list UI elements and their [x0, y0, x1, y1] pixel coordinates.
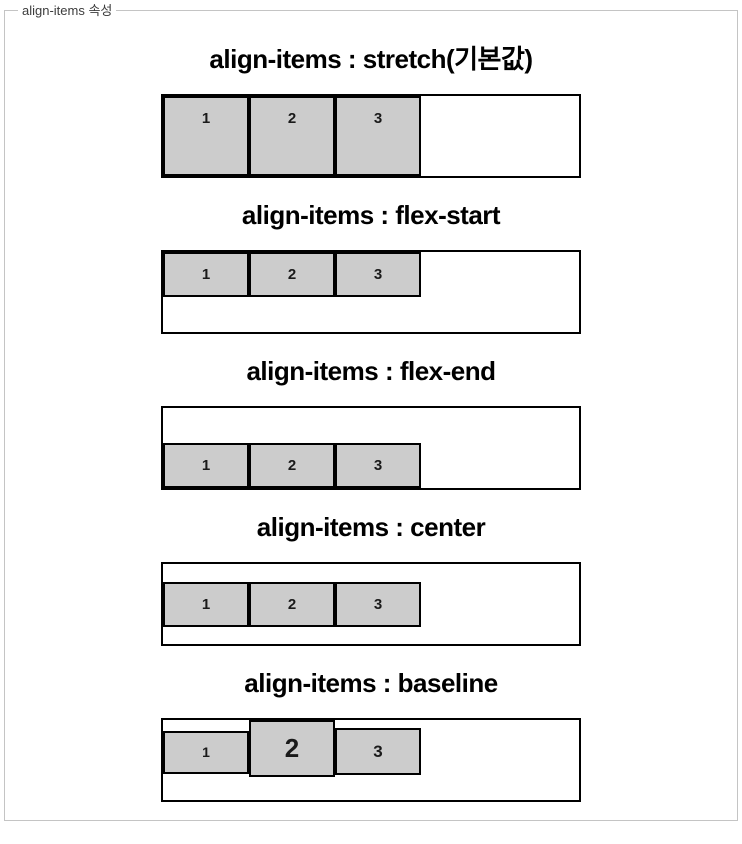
- flex-container-center: 1 2 3: [161, 562, 581, 646]
- flex-item: 3: [335, 252, 421, 297]
- section-title-baseline: align-items : baseline: [244, 668, 498, 698]
- section-stretch: align-items : stretch(기본값) 1 2 3: [5, 44, 737, 178]
- section-flex-start: align-items : flex-start 1 2 3: [5, 200, 737, 334]
- flex-item: 1: [163, 96, 249, 176]
- flex-container-baseline: 1 2 3: [161, 718, 581, 802]
- section-baseline: align-items : baseline 1 2 3: [5, 668, 737, 802]
- flex-container-flex-end: 1 2 3: [161, 406, 581, 490]
- flex-item: 3: [335, 96, 421, 176]
- flex-item: 2: [249, 720, 335, 777]
- fieldset-legend: align-items 속성: [18, 3, 117, 19]
- flex-item: 2: [249, 96, 335, 176]
- flex-item: 2: [249, 252, 335, 297]
- flex-item: 1: [163, 252, 249, 297]
- flex-item: 1: [163, 731, 249, 774]
- flex-item: 2: [249, 443, 335, 488]
- section-title-flex-start: align-items : flex-start: [241, 200, 501, 230]
- section-title-flex-end: align-items : flex-end: [246, 356, 496, 386]
- flex-item: 3: [335, 728, 421, 775]
- align-items-fieldset: align-items 속성 align-items : stretch(기본값…: [4, 3, 738, 821]
- flex-item: 1: [163, 443, 249, 488]
- section-title-center: align-items : center: [256, 512, 486, 542]
- flex-item: 3: [335, 581, 421, 627]
- flex-item: 3: [335, 443, 421, 488]
- section-title-stretch: align-items : stretch(기본값): [209, 44, 533, 74]
- flex-item: 2: [249, 581, 335, 627]
- flex-container-stretch: 1 2 3: [161, 94, 581, 178]
- flex-item: 1: [163, 581, 249, 627]
- flex-container-flex-start: 1 2 3: [161, 250, 581, 334]
- section-center: align-items : center 1 2 3: [5, 512, 737, 646]
- section-flex-end: align-items : flex-end 1 2 3: [5, 356, 737, 490]
